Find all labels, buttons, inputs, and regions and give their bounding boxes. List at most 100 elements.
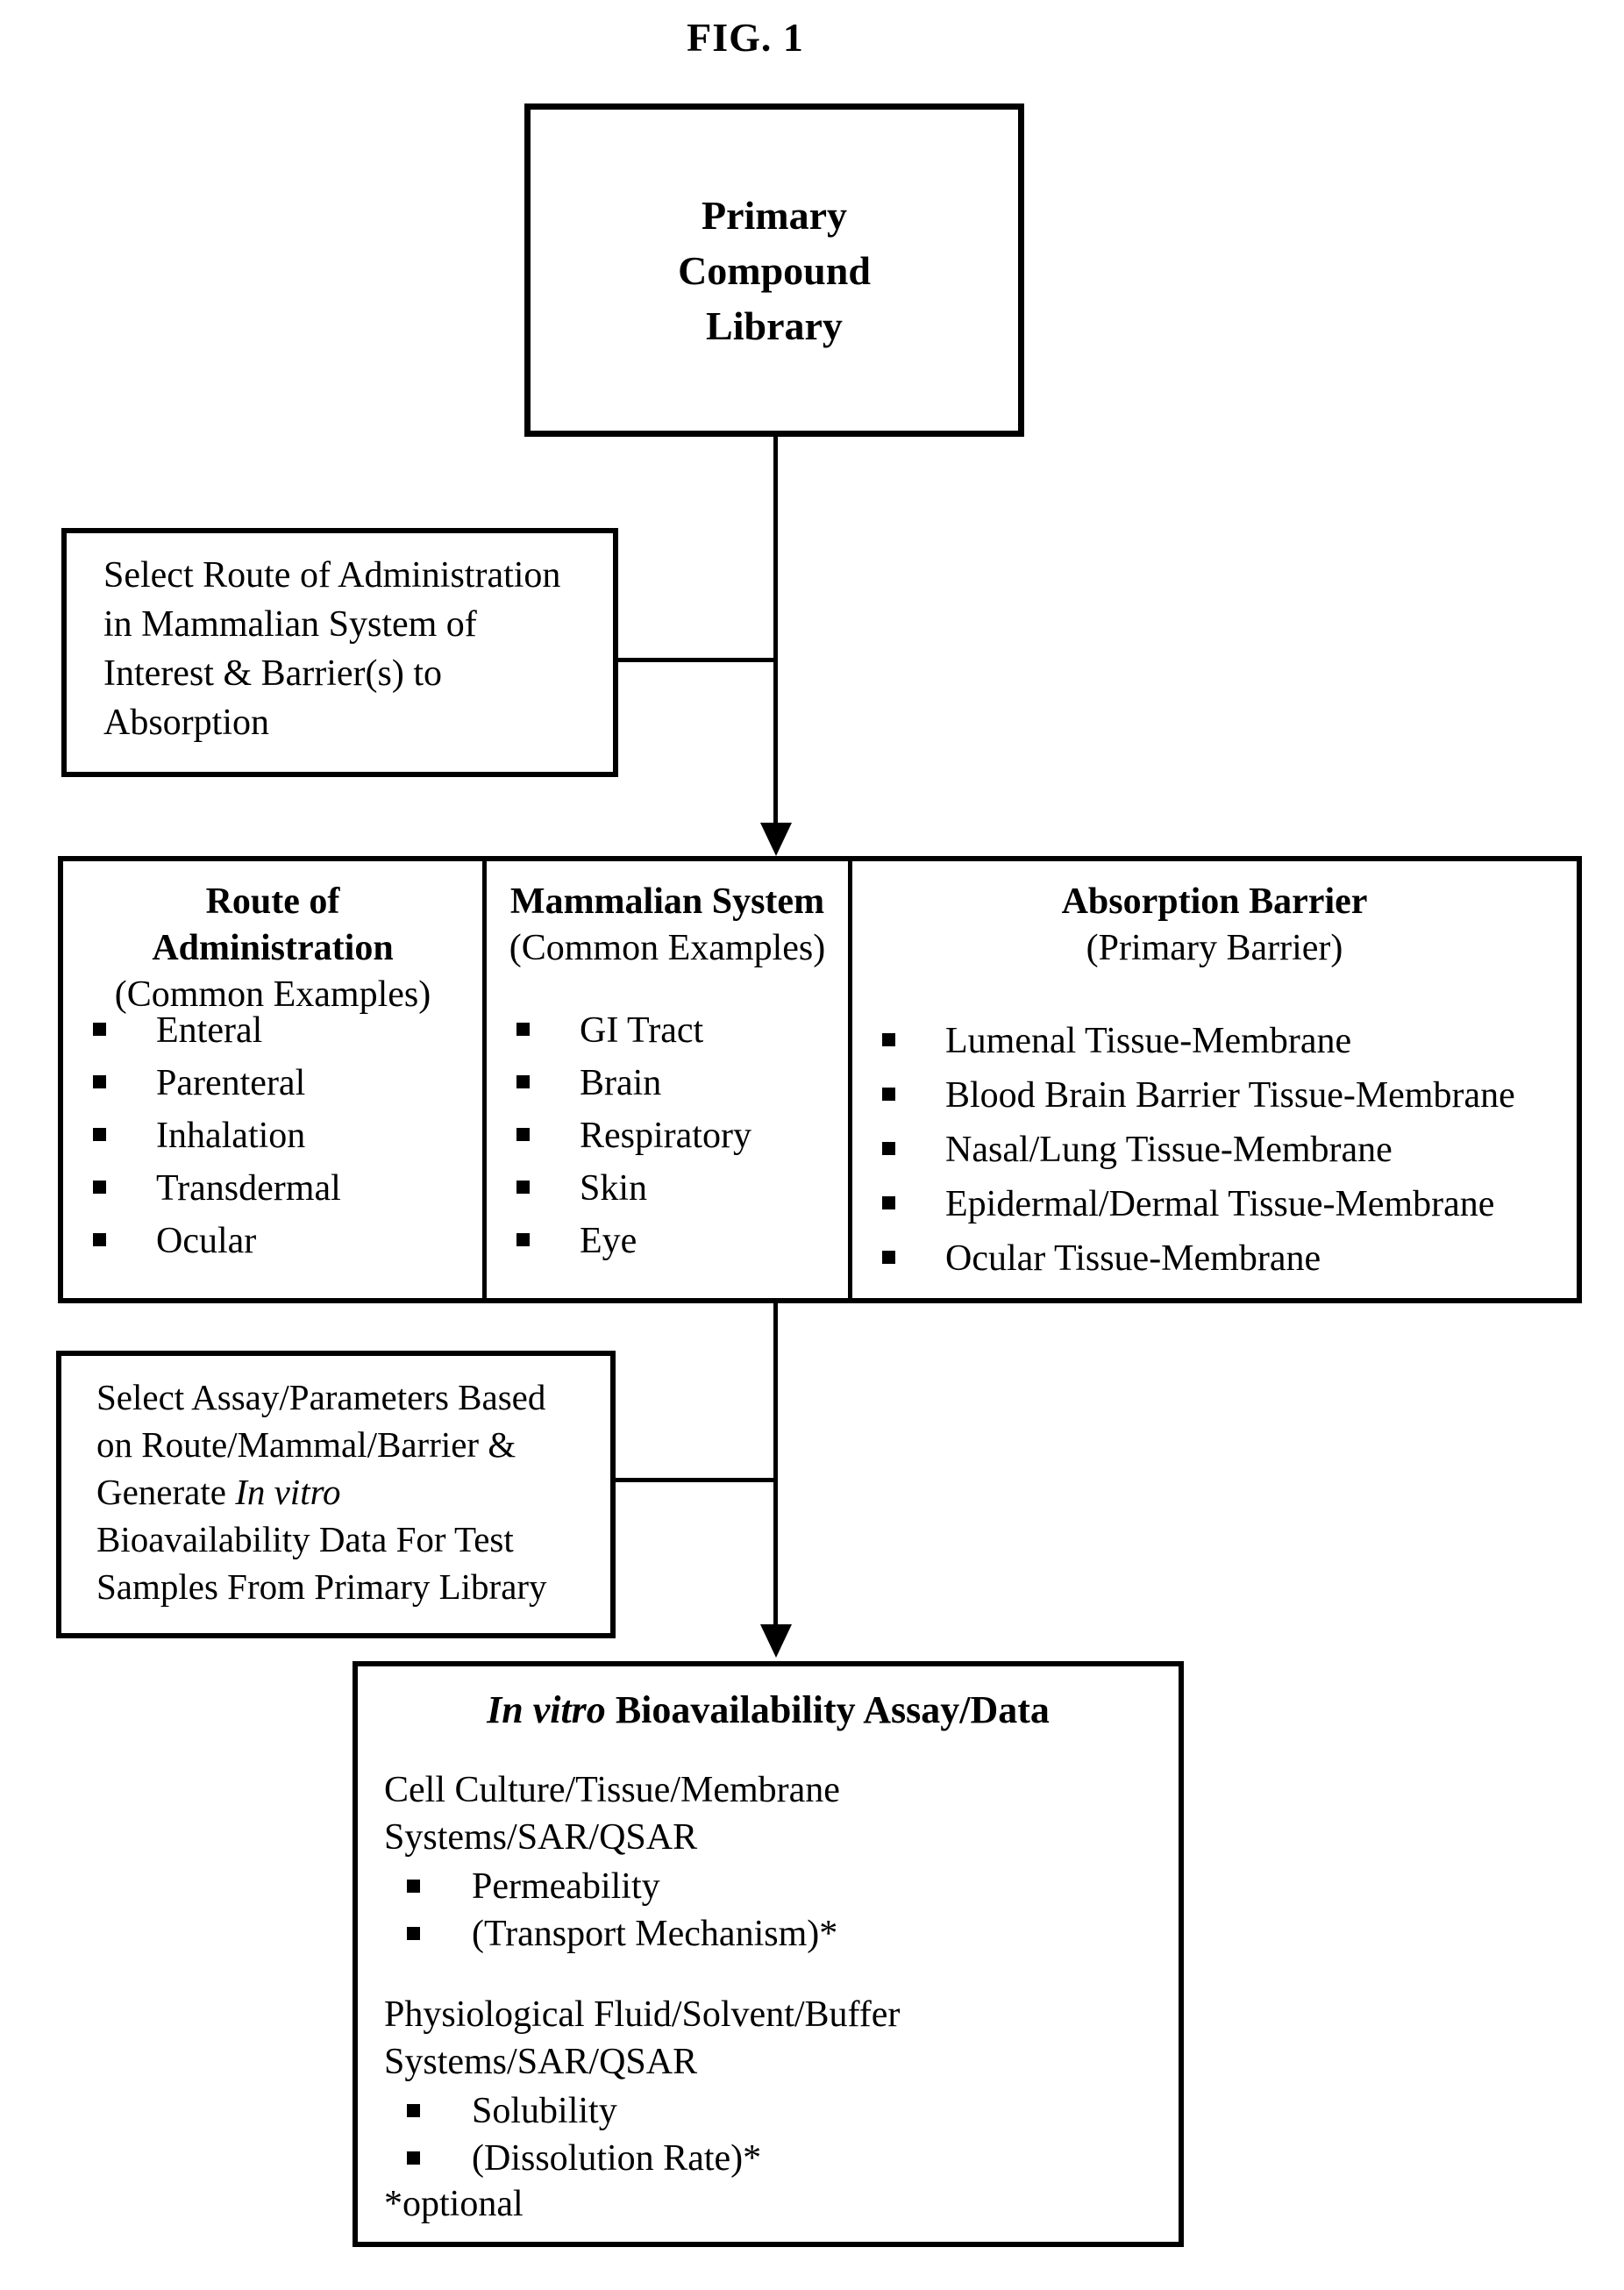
select-assay-line-regular: Generate (96, 1472, 236, 1512)
select-route-line: in Mammalian System of (103, 604, 477, 645)
list-item-label: Brain (580, 1063, 662, 1103)
square-bullet-icon (407, 2104, 420, 2117)
primary-box-line: Library (706, 303, 843, 348)
optional-footnote: *optional (384, 2184, 524, 2224)
list-item: Nasal/Lung Tissue-Membrane (852, 1128, 1577, 1172)
connector-table-to-invitro (773, 1303, 778, 1626)
list-item: Parenteral (63, 1061, 482, 1105)
column-route-of-administration: Route of Administration (Common Examples… (63, 861, 482, 1298)
connector-selectassay-to-spine (607, 1478, 775, 1482)
select-route-line: Absorption (103, 703, 269, 743)
invitro-line: Systems/SAR/QSAR (384, 1817, 698, 1858)
square-bullet-icon (882, 1088, 895, 1101)
select-assay-box: Select Assay/Parameters Based on Route/M… (56, 1351, 616, 1638)
square-bullet-icon (516, 1023, 530, 1036)
list-item: (Transport Mechanism)* (384, 1912, 1161, 1956)
square-bullet-icon (407, 1880, 420, 1893)
invitro-title-rest: Bioavailability Assay/Data (605, 1688, 1050, 1731)
list-item-label: Inhalation (156, 1116, 306, 1156)
square-bullet-icon (516, 1075, 530, 1088)
list-item-label: Transdermal (156, 1168, 341, 1209)
select-assay-line: Bioavailability Data For Test (96, 1519, 514, 1559)
list-item-label: Nasal/Lung Tissue-Membrane (945, 1130, 1393, 1170)
list-item: Enteral (63, 1009, 482, 1052)
list-item: Epidermal/Dermal Tissue-Membrane (852, 1182, 1577, 1226)
column-divider (848, 861, 852, 1298)
list-item-label: Skin (580, 1168, 648, 1209)
column-absorption-barrier: Absorption Barrier (Primary Barrier) Lum… (852, 861, 1577, 1298)
invitro-bioavailability-box: In vitro Bioavailability Assay/Data Cell… (353, 1661, 1184, 2247)
list-item-label: GI Tract (580, 1010, 704, 1051)
select-assay-line-italic: In vitro (235, 1472, 341, 1512)
list-item: Permeability (384, 1865, 1161, 1908)
list-item-label: Eye (580, 1221, 637, 1261)
column-subheader: (Primary Barrier) (1086, 928, 1343, 968)
select-assay-line: Samples From Primary Library (96, 1566, 547, 1607)
column-mammalian-system: Mammalian System (Common Examples) GI Tr… (487, 861, 848, 1298)
list-item: Ocular (63, 1219, 482, 1263)
barrier-list: Lumenal Tissue-Membrane Blood Brain Barr… (852, 1019, 1577, 1291)
square-bullet-icon (93, 1023, 106, 1036)
square-bullet-icon (516, 1233, 530, 1246)
list-item-label: Solubility (472, 2091, 617, 2131)
route-list: Enteral Parenteral Inhalation Transderma… (63, 1009, 482, 1272)
list-item-label: (Dissolution Rate)* (472, 2138, 762, 2179)
list-item: Respiratory (487, 1114, 848, 1158)
list-item: GI Tract (487, 1009, 848, 1052)
down-arrowhead-icon (760, 823, 792, 856)
select-route-box: Select Route of Administration in Mammal… (61, 528, 618, 777)
column-header: Route of (205, 881, 340, 922)
list-item-label: Epidermal/Dermal Tissue-Membrane (945, 1184, 1495, 1224)
route-mammal-barrier-table: Route of Administration (Common Examples… (58, 856, 1582, 1303)
column-header: Absorption Barrier (1061, 881, 1368, 922)
list-item-label: Ocular (156, 1221, 257, 1261)
list-item-label: (Transport Mechanism)* (472, 1914, 838, 1954)
column-header: Administration (152, 928, 394, 968)
list-item: Transdermal (63, 1166, 482, 1210)
select-assay-line: on Route/Mammal/Barrier & (96, 1424, 516, 1465)
list-item: Eye (487, 1219, 848, 1263)
down-arrowhead-icon (760, 1624, 792, 1658)
primary-box-line: Compound (678, 247, 871, 293)
list-item: Lumenal Tissue-Membrane (852, 1019, 1577, 1063)
square-bullet-icon (516, 1181, 530, 1194)
list-item: Brain (487, 1061, 848, 1105)
list-item: (Dissolution Rate)* (384, 2137, 1161, 2180)
list-item-label: Blood Brain Barrier Tissue-Membrane (945, 1075, 1515, 1116)
primary-compound-library-box: Primary Compound Library (524, 103, 1024, 437)
connector-selectroute-to-spine (608, 658, 775, 662)
square-bullet-icon (882, 1033, 895, 1046)
invitro-line: Cell Culture/Tissue/Membrane (384, 1770, 840, 1810)
connector-primary-to-table (773, 436, 778, 829)
list-item-label: Ocular Tissue-Membrane (945, 1238, 1321, 1279)
list-item-label: Respiratory (580, 1116, 751, 1156)
list-item: Blood Brain Barrier Tissue-Membrane (852, 1074, 1577, 1117)
square-bullet-icon (516, 1128, 530, 1141)
invitro-line: Physiological Fluid/Solvent/Buffer (384, 1994, 901, 2035)
mammal-list: GI Tract Brain Respiratory Skin Eye (487, 1009, 848, 1272)
list-item: Skin (487, 1166, 848, 1210)
square-bullet-icon (93, 1128, 106, 1141)
square-bullet-icon (407, 2151, 420, 2165)
square-bullet-icon (882, 1251, 895, 1264)
square-bullet-icon (93, 1075, 106, 1088)
list-item-label: Permeability (472, 1866, 660, 1907)
list-item-label: Lumenal Tissue-Membrane (945, 1021, 1352, 1061)
square-bullet-icon (882, 1142, 895, 1155)
invitro-content: Cell Culture/Tissue/Membrane Systems/SAR… (384, 1766, 1161, 2228)
square-bullet-icon (93, 1233, 106, 1246)
select-assay-line: Select Assay/Parameters Based (96, 1377, 546, 1417)
square-bullet-icon (407, 1927, 420, 1940)
primary-box-line: Primary (701, 192, 848, 238)
column-subheader: (Common Examples) (114, 974, 431, 1015)
invitro-title: In vitro Bioavailability Assay/Data (358, 1687, 1179, 1733)
list-item: Inhalation (63, 1114, 482, 1158)
invitro-title-italic: In vitro (487, 1688, 606, 1731)
figure-label: FIG. 1 (687, 15, 804, 60)
list-item: Ocular Tissue-Membrane (852, 1237, 1577, 1281)
list-item-label: Enteral (156, 1010, 263, 1051)
square-bullet-icon (882, 1196, 895, 1209)
section-gap (384, 1956, 1161, 1991)
select-route-line: Interest & Barrier(s) to (103, 653, 443, 694)
